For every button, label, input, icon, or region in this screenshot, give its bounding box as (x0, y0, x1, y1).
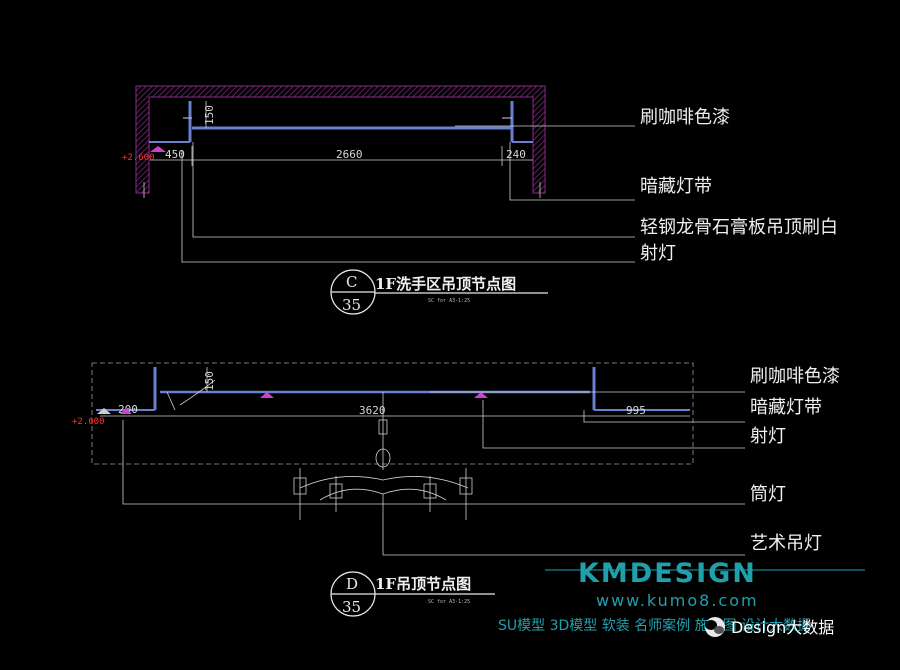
spotlight-marker (260, 392, 274, 398)
dim-height: 150 (203, 371, 216, 391)
detail-title: 1F洗手区吊顶节点图 (375, 275, 516, 293)
label-spotlight: 射灯 (750, 426, 786, 447)
watermark-tagline: SU模型 3D模型 软装 名师案例 施工图 设计大数据 (498, 617, 811, 634)
label-spotlight: 射灯 (640, 243, 676, 264)
dim-left: 450 (165, 148, 185, 161)
label-art-chandelier: 艺术吊灯 (750, 533, 822, 554)
downlight-marker (120, 408, 132, 414)
label-coffee-paint: 刷咖啡色漆 (640, 107, 730, 128)
wechat-icon (705, 617, 725, 637)
wall-hatch (135, 85, 546, 194)
spotlight-marker (474, 392, 488, 398)
dashed-boundary (91, 362, 694, 465)
bubble-number: 35 (342, 296, 361, 314)
dim-middle: 2660 (336, 148, 363, 161)
elevation-text: +2.600 (122, 153, 155, 163)
label-gypsum-ceiling: 轻钢龙骨石膏板吊顶刷白 (640, 216, 838, 238)
watermark-account: Design大数据 (731, 618, 834, 637)
label-coffee-paint: 刷咖啡色漆 (750, 366, 840, 387)
dim-height: 150 (203, 105, 216, 125)
label-hidden-light-strip: 暗藏灯带 (750, 397, 822, 418)
bubble-letter: D (346, 575, 358, 593)
bubble-letter: C (346, 273, 357, 291)
watermark: KMDESIGN www.kumo8.com SU模型 3D模型 软装 名师案例… (498, 558, 865, 637)
detail-title: 1F吊顶节点图 (375, 575, 471, 593)
dim-right: 995 (626, 404, 646, 417)
bubble-number: 35 (342, 598, 361, 616)
dim-middle: 3620 (359, 404, 386, 417)
dim-left: 200 (118, 403, 138, 416)
watermark-url: www.kumo8.com (596, 591, 759, 610)
detail-c: 150 450 2660 240 +2.600 刷咖啡色漆 暗藏灯带 轻钢龙骨石… (122, 85, 838, 315)
detail-d: 150 200 3620 995 +2.600 (72, 362, 840, 617)
label-hidden-light-strip: 暗藏灯带 (640, 176, 712, 197)
watermark-brand: KMDESIGN (578, 558, 757, 589)
elevation-marker (150, 146, 166, 152)
elevation-text: +2.600 (72, 417, 105, 427)
dim-right: 240 (506, 148, 526, 161)
detail-scale: SC for A3-1:25 (428, 298, 470, 304)
label-downlight: 筒灯 (750, 484, 786, 505)
art-chandelier (293, 392, 473, 555)
detail-scale: SC for A3-1:25 (428, 599, 470, 605)
elevation-marker (97, 408, 111, 414)
